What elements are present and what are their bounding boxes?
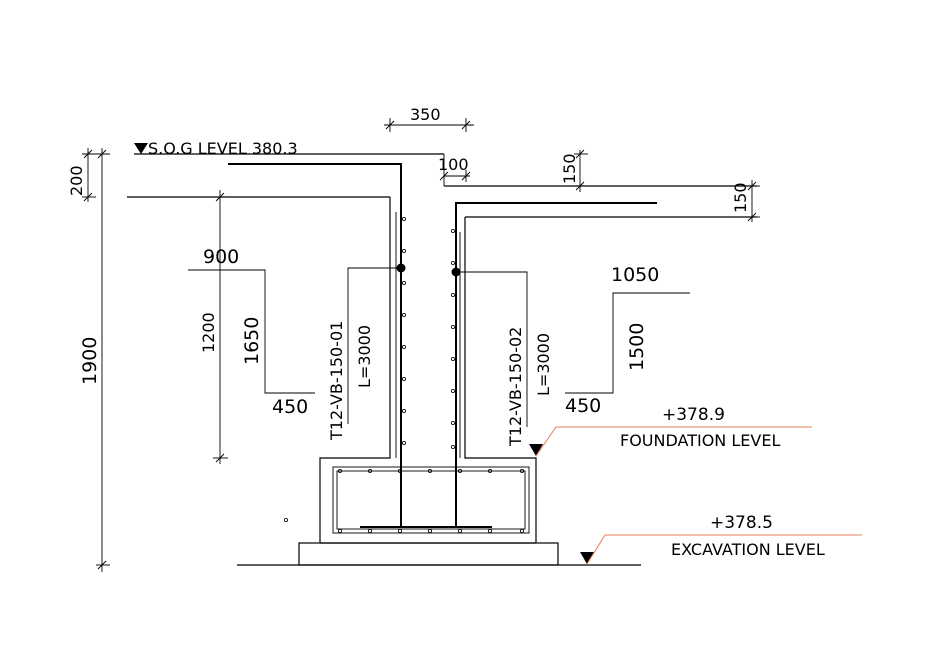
excavation-level-leader — [586, 534, 862, 565]
dim-1900: 1900 — [79, 337, 101, 385]
right-bar-shape — [565, 292, 690, 394]
dim-right-450: 450 — [565, 395, 601, 417]
sog-level-marker-icon — [134, 143, 148, 154]
dim-left-1650: 1650 — [241, 317, 263, 365]
dim-top-200: 200 — [67, 148, 110, 202]
right-bar-length: L=3000 — [534, 333, 553, 396]
right-vertical-bar — [360, 202, 657, 528]
dim-cover: 100 — [438, 154, 471, 186]
foundation-elevation: +378.9 — [662, 405, 725, 425]
dim-left-450: 450 — [272, 396, 308, 418]
excavation-level-marker-icon — [580, 552, 594, 564]
footing-rebar-cage-outer — [332, 466, 530, 534]
dim-slab-150-a: 150 — [560, 149, 588, 192]
excavation-label: EXCAVATION LEVEL — [671, 540, 825, 559]
dim-total-1900: 1900 — [79, 148, 110, 572]
column-right-face — [464, 217, 537, 543]
dim-350: 350 — [410, 105, 441, 124]
dim-100: 100 — [438, 155, 469, 174]
dim-left-900: 900 — [203, 246, 239, 268]
sog-level-label: S.O.G LEVEL 380.3 — [148, 139, 298, 158]
right-bar-mark: T12-VB-150-02 — [506, 327, 525, 447]
left-bar-leader — [347, 267, 401, 424]
excavation-elevation: +378.5 — [710, 513, 773, 533]
dim-150-a: 150 — [560, 153, 579, 184]
dim-slab-150-b: 150 — [731, 180, 760, 222]
column-left-face — [319, 197, 391, 543]
foundation-label: FOUNDATION LEVEL — [620, 431, 780, 450]
left-bar-mark: T12-VB-150-01 — [327, 321, 346, 441]
dim-right-1050: 1050 — [611, 264, 659, 286]
dim-1200: 1200 — [199, 312, 218, 353]
footing-rebar-cage-inner — [336, 470, 526, 530]
right-bar-leader — [456, 271, 528, 427]
left-bar-shape — [188, 269, 315, 394]
blinding-layer — [298, 542, 559, 566]
left-bar-length: L=3000 — [355, 325, 374, 388]
column-rebar-dots — [283, 216, 525, 534]
dim-column-width: 350 — [384, 105, 474, 132]
foundation-level-marker-icon — [529, 444, 543, 456]
dim-left-1200-line: 1200 — [199, 190, 228, 464]
dim-right-1500: 1500 — [626, 323, 648, 371]
dim-150-b: 150 — [731, 182, 750, 213]
foundation-level-leader — [535, 426, 812, 457]
dim-200: 200 — [67, 165, 86, 196]
